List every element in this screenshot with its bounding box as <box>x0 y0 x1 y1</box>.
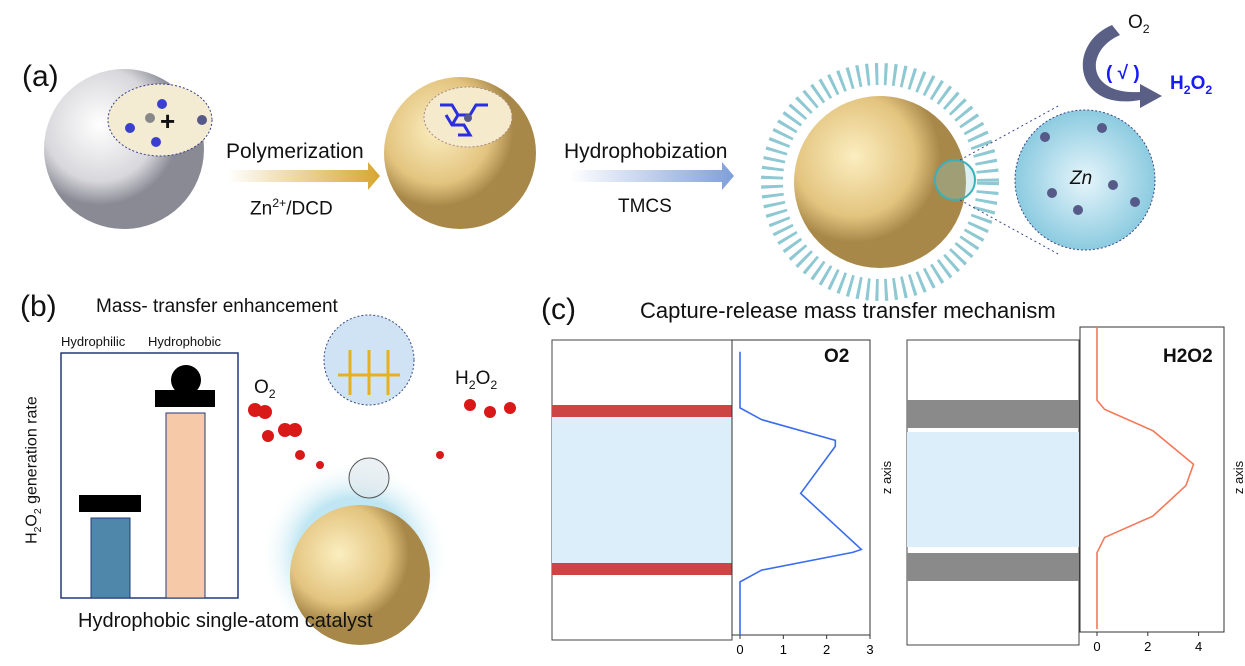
x-tick-label: 2 <box>823 642 830 657</box>
col-label-hydrophobic: Hydrophobic <box>148 334 221 349</box>
z-axis-label-2: z axis <box>1231 460 1245 495</box>
panel-c-title: Capture-release mass transfer mechanism <box>640 298 1056 323</box>
cycle-mark: ( √ ) <box>1106 63 1140 84</box>
panel-c-label: (c) <box>541 293 576 326</box>
white-template-sphere <box>44 69 213 229</box>
x-tick-label: 3 <box>866 642 873 657</box>
panel-b-ylabel: H2O2 generation rate <box>23 396 44 544</box>
water-droplet <box>171 365 201 395</box>
zn-polymer-sphere <box>384 77 536 229</box>
md-snapshot-o2 <box>551 339 733 641</box>
cycle-arrow <box>1082 25 1162 108</box>
step1-condition: Zn2+/DCD <box>250 196 333 220</box>
x-tick-label: 0 <box>736 642 743 657</box>
o2-plot-title: O2 <box>824 346 850 367</box>
step2-label: Hydrophobization <box>564 140 728 163</box>
h2o2-profile-plot: 0 2 4 <box>1079 326 1225 654</box>
panel-b-label: (b) <box>20 290 57 323</box>
rate-bar-chart <box>60 352 239 599</box>
plus-sign: + <box>160 106 176 136</box>
bar-hydrophobic <box>165 412 206 599</box>
arrow-polymerization <box>228 162 380 190</box>
h2o2-profile-line <box>1096 327 1195 629</box>
x-tick-label: 0 <box>1093 639 1100 654</box>
zn-label: Zn <box>1070 168 1093 189</box>
o2-label: O2 <box>254 377 276 401</box>
o2-profile-plot: 0 1 2 3 <box>731 339 874 657</box>
contact-angle-droplet-base <box>155 390 215 407</box>
hydrophobic-sphere <box>761 63 1061 301</box>
x-tick-label: 1 <box>780 642 787 657</box>
catalyst-illustration <box>248 314 516 650</box>
step2-condition: TMCS <box>618 196 672 217</box>
col-label-hydrophilic: Hydrophilic <box>61 334 126 349</box>
panel-b-caption: Hydrophobic single-atom catalyst <box>78 610 373 632</box>
panel-b-title: Mass- transfer enhancement <box>96 296 338 317</box>
md-snapshot-h2o2 <box>906 339 1080 646</box>
x-tick-label: 2 <box>1144 639 1151 654</box>
zoom-inset-zn <box>1014 109 1156 251</box>
step1-label: Polymerization <box>226 140 364 163</box>
contact-angle-flat <box>79 495 141 512</box>
z-axis-label-1: z axis <box>879 460 895 495</box>
h2o2-label: H2O2 <box>455 368 498 392</box>
panel-a-label: (a) <box>22 60 59 93</box>
o2-profile-line <box>739 351 863 635</box>
h2o2-plot-title: H2O2 <box>1163 346 1213 367</box>
arrow-hydrophobization <box>570 162 734 190</box>
cycle-product: H2O2 <box>1170 73 1213 97</box>
bar-hydrophilic <box>90 517 131 599</box>
x-tick-label: 4 <box>1195 639 1202 654</box>
cycle-reactant: O2 <box>1128 12 1150 36</box>
